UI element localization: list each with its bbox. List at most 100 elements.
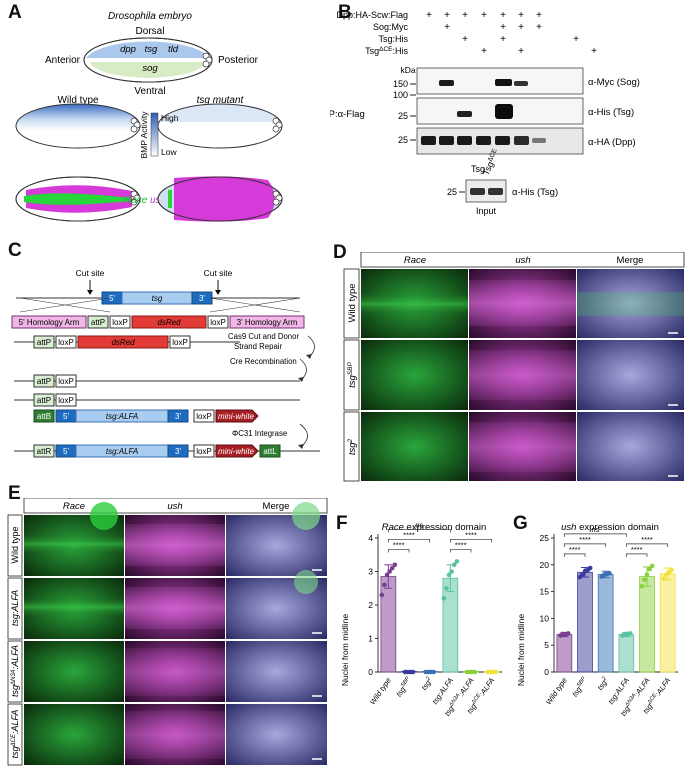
d-row-label-tsg2: tsg2: [347, 438, 358, 455]
f-sig-bracket-1: [387, 549, 410, 553]
loxp-3: loxP: [58, 377, 74, 386]
g-point-1-4: [587, 565, 593, 571]
donor-tsg-alfa: tsg:ALFA: [106, 412, 138, 421]
marker-25-his: 25: [398, 111, 408, 121]
panel-label-f: F: [336, 513, 348, 534]
condition-label-0: Dpp:HA-Scw:Flag: [336, 10, 408, 20]
panel-label-b: B: [338, 2, 352, 23]
chart-f-ylabel: Nuclei from midline: [340, 614, 350, 687]
condition-mark-0-4: +: [500, 10, 506, 21]
f-point-3-3: [449, 569, 454, 574]
g-sig-label-1: ****: [569, 545, 581, 554]
final-loxp: loxP: [196, 447, 212, 456]
f-sig-bracket-0: [387, 529, 451, 533]
f-point-2-3: [431, 669, 436, 675]
d-row-tsg-2: [361, 412, 684, 481]
g-bar-4: [639, 576, 655, 673]
condition-mark-0-5: +: [518, 10, 524, 21]
donor-three: 3': [175, 412, 181, 421]
input-caption: Input: [476, 206, 497, 216]
g-sig-bracket-1: [563, 553, 586, 557]
f-sig-label-0: ns: [415, 520, 423, 529]
g-sig-bracket-2: [563, 543, 607, 547]
panel-label-g: G: [513, 513, 528, 534]
f-bar-3: [442, 577, 459, 673]
g-sig-bracket-0: [563, 533, 627, 537]
g-sig-bracket-4: [625, 543, 669, 547]
g-bar-1: [577, 571, 593, 673]
chart-g-ush: ush expression domain Nuclei from midlin…: [516, 522, 678, 718]
g-ytick-label-3: 15: [540, 587, 550, 597]
f-sig-label-4: ****: [465, 530, 477, 539]
dsred-2: dsRed: [111, 338, 135, 347]
f-sig-label-3: ****: [455, 540, 467, 549]
f-point-0-4: [389, 565, 395, 571]
ip-flag-label: IP:α-Flag: [330, 109, 365, 120]
condition-label-3: TsgΔCE:His: [365, 46, 408, 56]
dsred-1: dsRed: [157, 318, 181, 327]
donor-loxp: loxP: [196, 412, 212, 421]
loxp-1a: loxP: [112, 318, 128, 327]
e-col-ush: ush: [167, 501, 182, 512]
gene-dpp: dpp: [120, 44, 136, 55]
panel-label-d: D: [333, 242, 347, 263]
chart-f-race: Race expression domain Nuclei from midli…: [340, 520, 502, 718]
marker-100: 100: [393, 90, 408, 100]
g-sig-label-2: ****: [579, 535, 591, 544]
f-point-3-1: [444, 585, 449, 591]
f-point-3-2: [446, 572, 452, 578]
g-point-1-1: [580, 572, 585, 577]
e-col-merge: Merge: [263, 501, 290, 512]
panel-label-c: C: [8, 240, 22, 261]
marker-150: 150: [393, 79, 408, 89]
chart-g-title: ush expression domain: [561, 522, 659, 533]
g-point-2-3: [607, 571, 612, 576]
f-sig-bracket-4: [449, 539, 493, 543]
final-mini-white: mini-white: [218, 447, 255, 456]
g-bar-3: [618, 634, 635, 673]
final-three: 3': [175, 447, 181, 456]
condition-mark-3-5: +: [518, 46, 524, 57]
e-row-label-dce: tsgΔCE:ALFA: [10, 710, 20, 759]
attp-2: attP: [37, 338, 51, 347]
e-row-label-wt: Wild type: [10, 526, 20, 563]
f-xtick-label-0: Wild type: [368, 676, 393, 706]
g-ytick-label-4: 20: [540, 560, 550, 570]
g-point-3-3: [627, 631, 633, 636]
mutant-race-spot: [168, 190, 172, 208]
g-point-4-4: [649, 563, 655, 569]
g-point-0-3: [565, 631, 571, 636]
embryo-title: Drosophila embryo: [108, 11, 192, 22]
g-xtick-label-1: tsgSBP: [570, 676, 590, 699]
f-point-3-4: [451, 562, 457, 568]
g-sig-label-3: ****: [631, 545, 643, 554]
attp-4: attP: [37, 396, 51, 405]
homology-3: 3' Homology Arm: [237, 318, 298, 327]
f-xtick-label-2: tsg2: [419, 676, 434, 692]
f-sig-label-1: ****: [393, 540, 405, 549]
condition-mark-0-0: +: [426, 10, 432, 21]
step-cas9-line2: Strand Repair: [234, 342, 283, 351]
loxp-2b: loxP: [172, 338, 188, 347]
g-bar-5: [659, 573, 676, 673]
condition-mark-1-1: +: [444, 22, 450, 33]
step-cas9-line1: Cas9 Cut and Donor: [228, 332, 299, 341]
attp-1: attP: [91, 318, 105, 327]
f-sig-bracket-2: [387, 539, 431, 543]
f-ytick-label-0: 0: [368, 667, 373, 677]
race-legend: Race: [124, 195, 148, 206]
final-tsg-alfa: tsg:ALFA: [106, 447, 138, 456]
e-row-label-alfa: tsg:ALFA: [10, 590, 20, 626]
f-bar-0: [380, 576, 397, 673]
e-row-label-dn3a: tsgΔN3A:ALFA: [10, 645, 20, 697]
f-point-0-3: [387, 569, 392, 574]
gene-tsg: tsg: [145, 44, 158, 55]
g-point-4-0: [639, 583, 645, 589]
loxp-2a: loxP: [58, 338, 74, 347]
d-row-label-wt: Wild type: [347, 283, 358, 322]
mutant-ush-domain: [174, 176, 275, 222]
cut-site-right: Cut site: [204, 268, 233, 278]
blot-label-input: α-His (Tsg): [512, 187, 558, 198]
g-ytick-label-5: 25: [540, 533, 550, 543]
d-col-ush: ush: [515, 255, 530, 266]
